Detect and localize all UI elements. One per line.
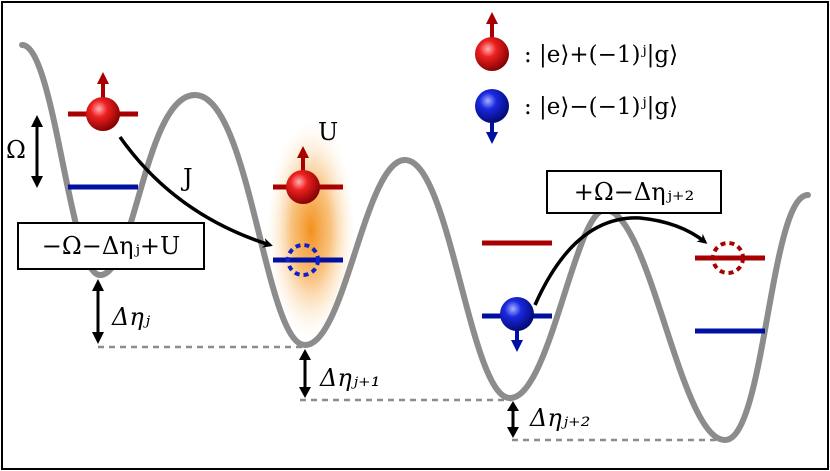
- detuning-label-j1: Δηⱼ₊₁: [319, 364, 380, 392]
- interaction-glow: [267, 122, 355, 338]
- tunneling-label: J: [180, 164, 193, 192]
- detuning-label-j: Δηⱼ: [111, 303, 151, 331]
- detuning-arrow-j: [92, 279, 104, 344]
- legend-red-text: : |e⟩+(−1)ʲ|g⟩: [524, 42, 678, 68]
- tunneling-arrow-j: [118, 135, 273, 248]
- omega-arrow: [31, 115, 43, 188]
- energy-box-left-text: −Ω−Δηⱼ+U: [42, 232, 181, 260]
- energy-box-left: −Ω−Δηⱼ+U: [17, 222, 205, 270]
- omega-label: Ω: [6, 136, 26, 164]
- spin-down-blue-sphere-icon: [500, 297, 534, 352]
- legend-red-entry: : |e⟩+(−1)ʲ|g⟩: [475, 12, 678, 71]
- detuning-arrow-j2: [507, 401, 519, 438]
- vacant-red-site-icon: [711, 241, 745, 275]
- vacant-blue-site-icon: [286, 243, 320, 277]
- detuning-arrow-j1: [299, 349, 311, 398]
- legend-blue-text: : |e⟩−(−1)ʲ|g⟩: [524, 94, 678, 120]
- energy-box-right-text: +Ω−Δηⱼ₊₂: [574, 178, 694, 206]
- detuning-label-j2: Δηⱼ₊₂: [529, 404, 590, 432]
- legend-blue-entry: : |e⟩−(−1)ʲ|g⟩: [475, 89, 678, 144]
- spin-up-red-sphere-icon: [286, 146, 320, 204]
- spin-up-red-sphere-icon: [475, 12, 509, 71]
- energy-box-right: +Ω−Δηⱼ₊₂: [546, 170, 722, 214]
- hopping-arrow-right: [533, 216, 708, 306]
- spin-down-blue-sphere-icon: [475, 89, 509, 144]
- interaction-label: U: [318, 118, 338, 146]
- spin-up-red-sphere-icon: [86, 72, 120, 131]
